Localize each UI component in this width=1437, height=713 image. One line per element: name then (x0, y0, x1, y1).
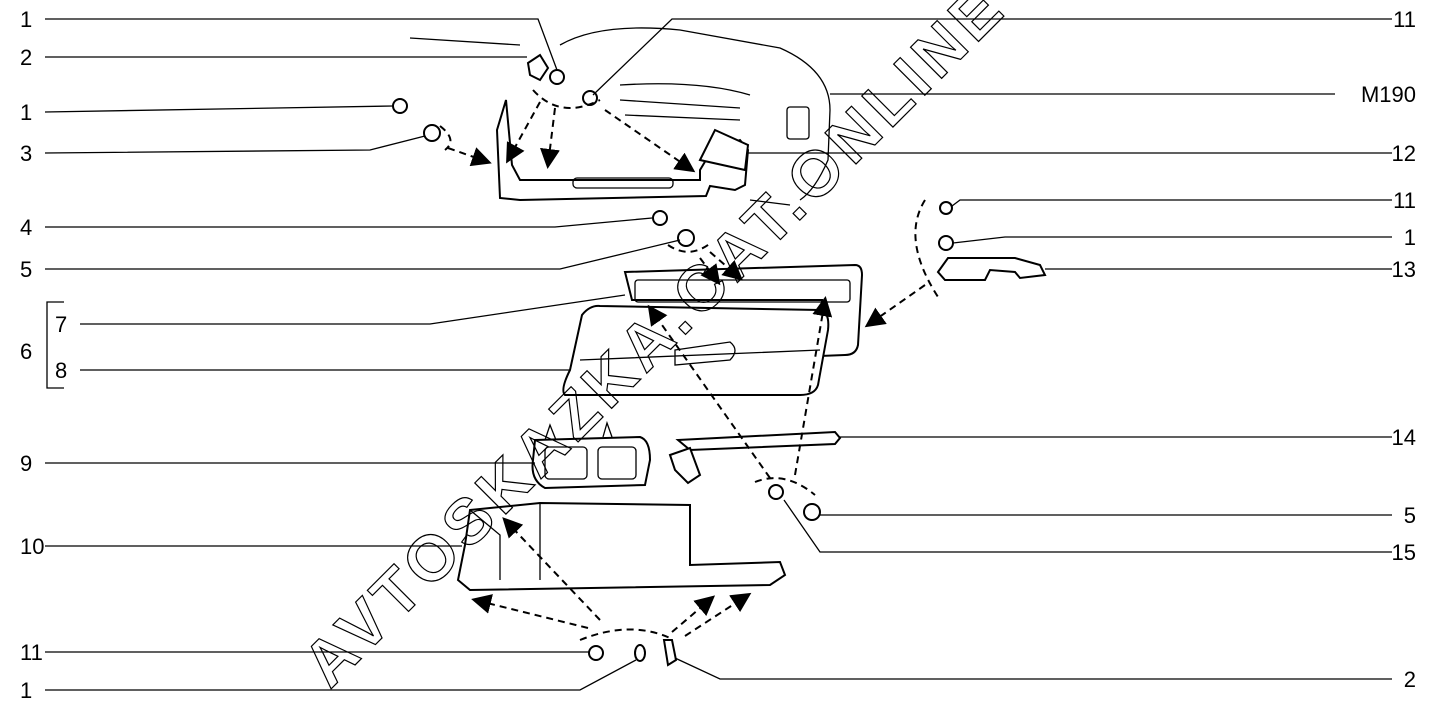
rod-part-14 (668, 430, 842, 485)
leader-line (952, 236, 1392, 244)
leader-line (44, 135, 426, 154)
screw-head-icon (423, 124, 441, 142)
callout-11: 11 (20, 640, 43, 665)
leader-line (80, 294, 626, 325)
leader-line (45, 217, 653, 228)
callout-4: 4 (20, 215, 32, 240)
assembly-arrows (439, 89, 941, 641)
callout-6-group: 6 (20, 339, 32, 364)
glovebox-lid-part-8 (562, 304, 830, 396)
strip-part-13 (936, 257, 1047, 281)
glovebox-tray-part-10 (456, 501, 787, 592)
callout-7: 7 (55, 312, 67, 337)
leader-line (783, 499, 1392, 553)
group-bracket (46, 301, 64, 389)
callout-1: 1 (20, 7, 32, 32)
callout-11: 11 (1393, 7, 1416, 32)
callout-1: 1 (1404, 225, 1416, 250)
callout-9: 9 (20, 451, 32, 476)
leader-line (951, 199, 1392, 207)
leader-lines (44, 18, 1392, 691)
callout-5: 5 (1404, 503, 1416, 528)
leader-line (592, 18, 1392, 96)
callout-12: 12 (1392, 141, 1416, 166)
leader-line (45, 239, 681, 270)
callout-13: 13 (1392, 257, 1416, 282)
leader-line (45, 18, 558, 71)
callout-14: 14 (1392, 425, 1416, 450)
callout-1: 1 (20, 100, 32, 125)
callout-1: 1 (20, 678, 32, 703)
callout-10: 10 (20, 534, 44, 559)
leader-line (674, 657, 1392, 680)
callout-2: 2 (1404, 667, 1416, 692)
callout-11: 11 (1393, 188, 1416, 213)
bracket-part-12 (495, 99, 750, 202)
leader-line (45, 659, 637, 691)
callout-15: 15 (1392, 540, 1416, 565)
callout-2: 2 (20, 45, 32, 70)
diagram-code: M190 (1361, 82, 1416, 107)
callout-8: 8 (55, 358, 67, 383)
washer-icon (392, 98, 408, 114)
callout-5: 5 (20, 257, 32, 282)
fasteners (392, 53, 954, 667)
handle-part-9 (531, 420, 652, 490)
callout-3: 3 (20, 141, 32, 166)
dashboard-outline (409, 27, 831, 206)
leader-line (44, 105, 394, 113)
